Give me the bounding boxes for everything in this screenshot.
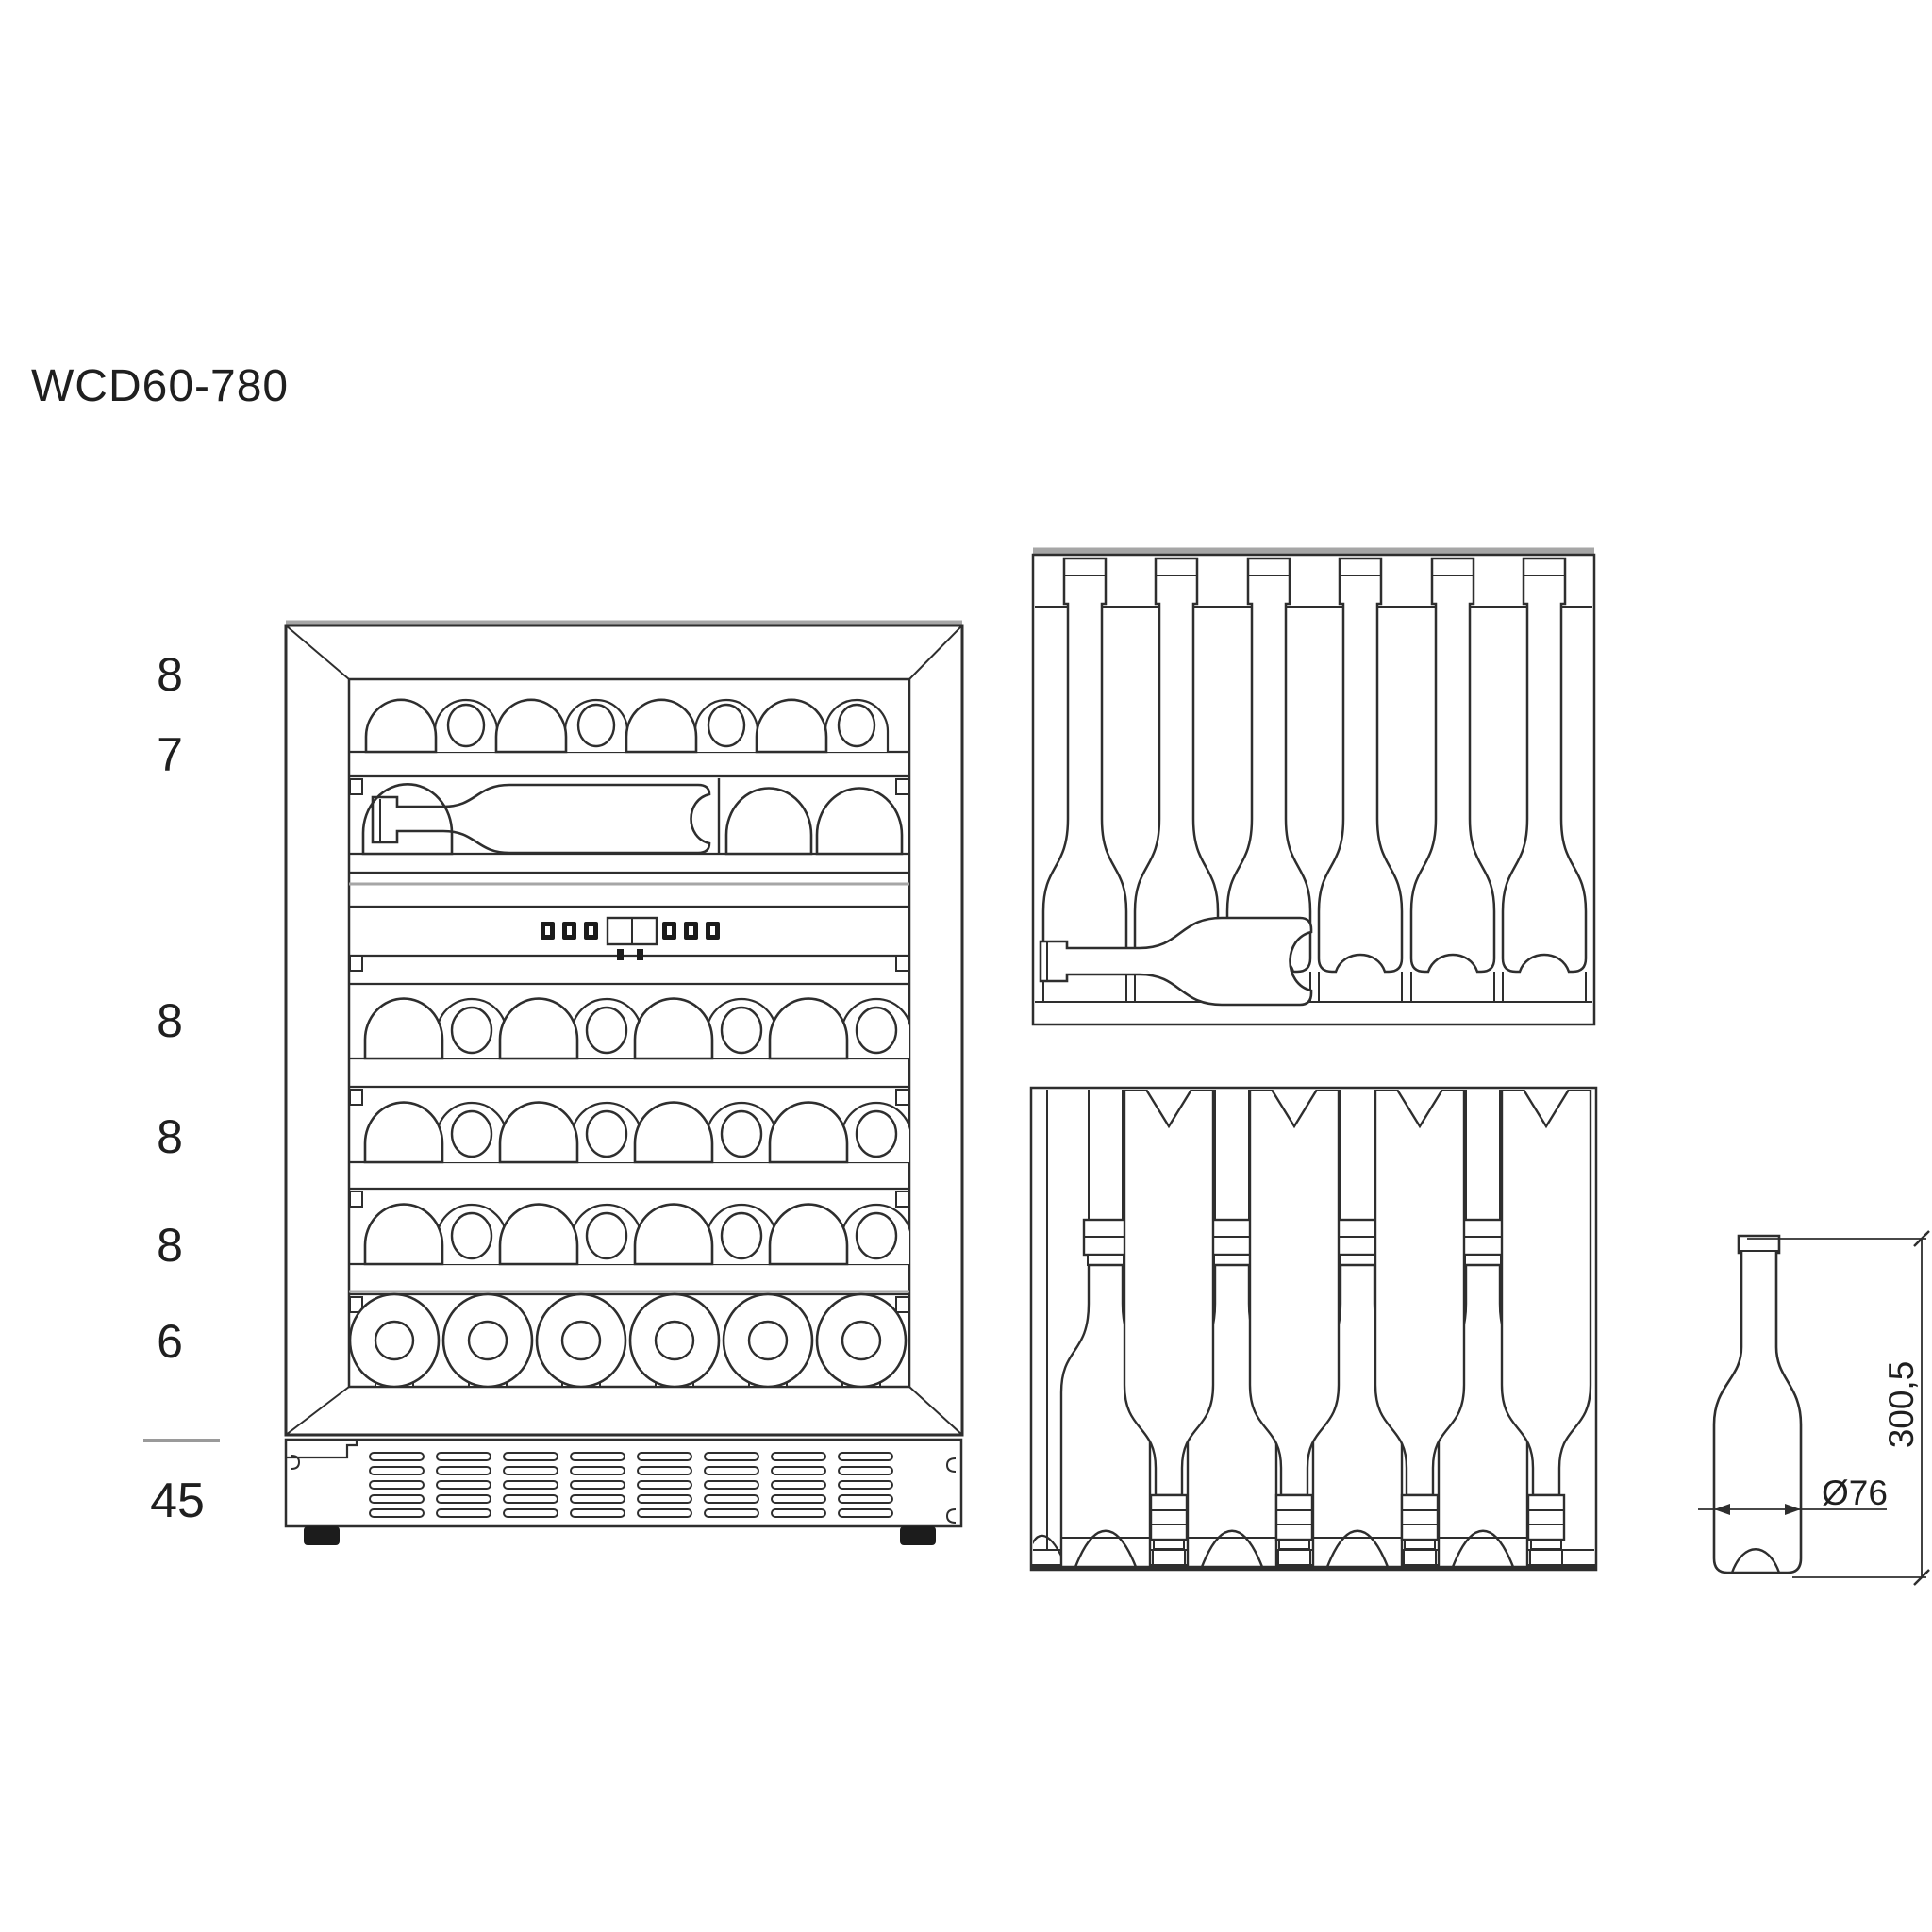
bottle-diameter-dimension-label: Ø76 <box>1822 1474 1888 1512</box>
total-divider-line <box>143 1439 220 1442</box>
top-view-interleaved-shelf <box>1029 1086 1598 1572</box>
shelf-count-1: 8 <box>157 648 183 701</box>
bottle-dimension-detail <box>1698 1230 1930 1586</box>
shelf-count-4: 8 <box>157 1110 183 1163</box>
shelf-count-6: 6 <box>157 1315 183 1368</box>
shelf-count-5: 8 <box>157 1219 183 1272</box>
shelf-count-3: 8 <box>157 994 183 1047</box>
front-view-wine-cooler <box>284 620 964 1545</box>
total-bottle-count: 45 <box>150 1474 205 1528</box>
top-view-standard-shelf <box>1031 547 1596 1026</box>
shelf-count-2: 7 <box>157 728 183 781</box>
model-number: WCD60-780 <box>31 361 290 411</box>
